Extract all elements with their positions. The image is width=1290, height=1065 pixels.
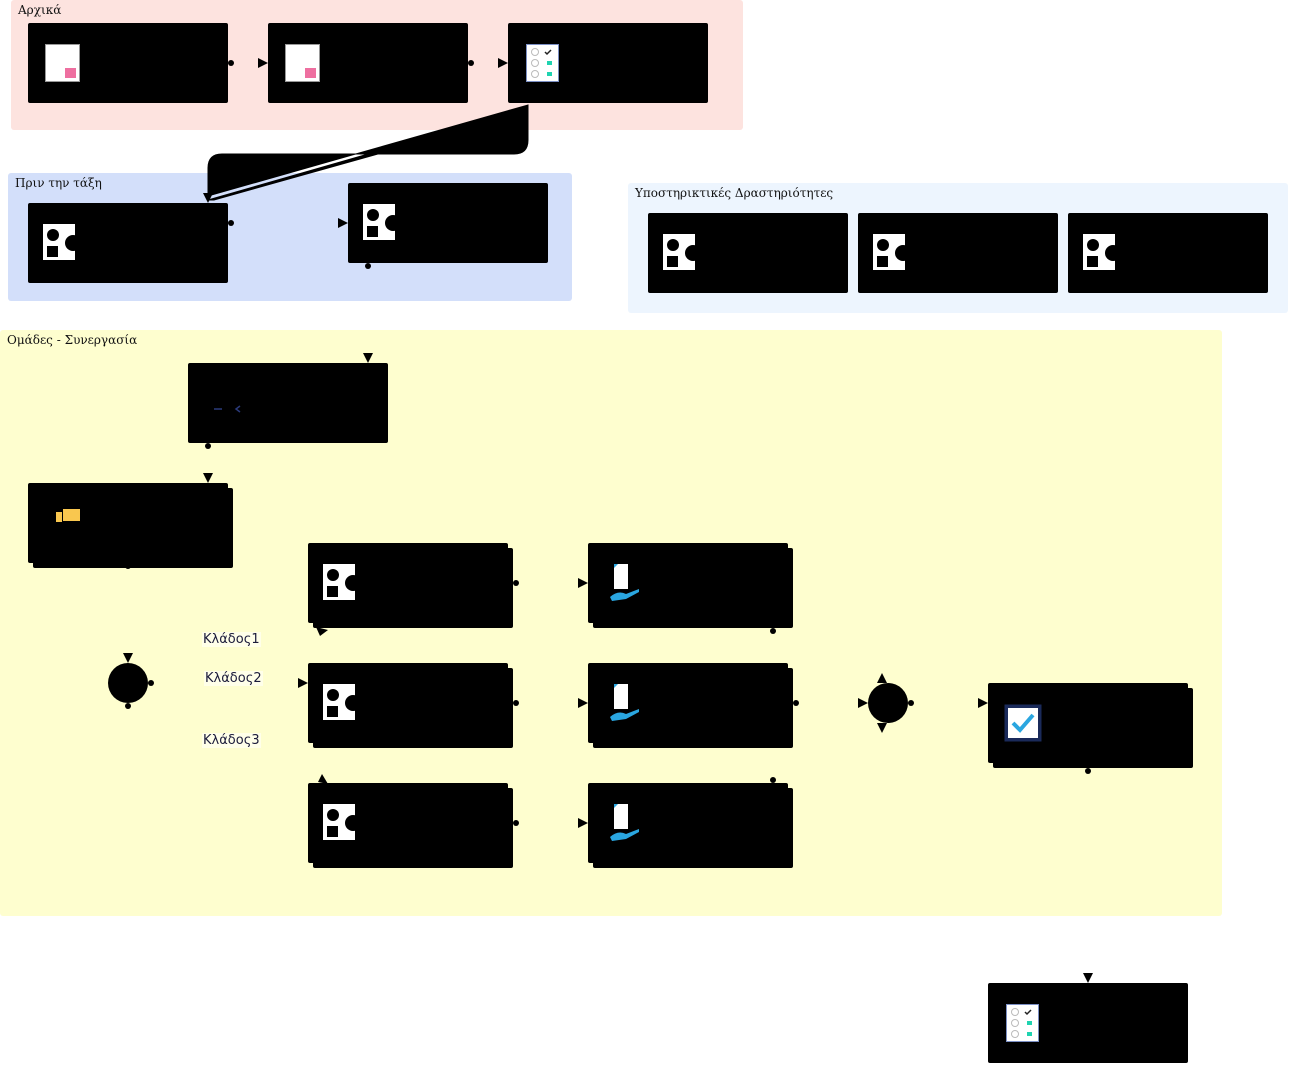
region-before-class-title: Πριν την τάξη [15, 176, 102, 190]
shapes-activity-icon [663, 234, 705, 276]
shapes-activity-icon [323, 804, 365, 846]
shapes-activity-icon [43, 224, 85, 266]
activity-node-support-3[interactable] [1068, 213, 1268, 293]
activity-node-branch1-submit[interactable] [588, 543, 788, 623]
activity-node-before-2[interactable] [348, 183, 548, 263]
gateway-join[interactable] [868, 683, 908, 723]
gateway-split[interactable] [108, 663, 148, 703]
branch-label-2: Κλάδος2 [204, 671, 263, 686]
document-page-icon [45, 44, 81, 86]
activity-node-check[interactable] [988, 683, 1188, 763]
region-groups-title: Ομάδες - Συνεργασία [7, 333, 138, 347]
activity-node-groups-folder[interactable] [28, 483, 228, 563]
activity-node-discussion[interactable] [188, 363, 388, 443]
activity-node-initial-2[interactable] [268, 23, 468, 103]
activity-node-before-1[interactable] [28, 203, 228, 283]
branch-label-1: Κλάδος1 [202, 632, 261, 647]
document-page-icon [285, 44, 321, 86]
shapes-activity-icon [323, 564, 365, 606]
shapes-activity-icon [363, 204, 405, 246]
activity-node-branch3-task[interactable] [308, 783, 508, 863]
activity-node-branch1-task[interactable] [308, 543, 508, 623]
activity-node-initial-1[interactable] [28, 23, 228, 103]
hand-document-icon [608, 803, 642, 847]
activity-node-final-checklist[interactable] [988, 983, 1188, 1063]
shapes-activity-icon [1083, 234, 1125, 276]
activity-node-support-2[interactable] [858, 213, 1058, 293]
activity-node-branch2-submit[interactable] [588, 663, 788, 743]
checklist-icon [1006, 1004, 1040, 1046]
region-initial-title: Αρχικά [18, 3, 62, 17]
activity-node-branch3-submit[interactable] [588, 783, 788, 863]
branch-label-3: Κλάδος3 [202, 733, 261, 748]
region-support-title: Υποστηρικτικές Δραστηριότητες [635, 186, 834, 200]
discussion-icon [212, 399, 252, 418]
hand-document-icon [608, 563, 642, 607]
hand-document-icon [608, 683, 642, 727]
activity-node-branch2-task[interactable] [308, 663, 508, 743]
folder-icon [56, 508, 82, 528]
checklist-icon [526, 44, 560, 86]
activity-node-support-1[interactable] [648, 213, 848, 293]
shapes-activity-icon [323, 684, 365, 726]
shapes-activity-icon [873, 234, 915, 276]
checkmark-stamp-icon [1004, 704, 1042, 746]
activity-node-initial-3[interactable] [508, 23, 708, 103]
